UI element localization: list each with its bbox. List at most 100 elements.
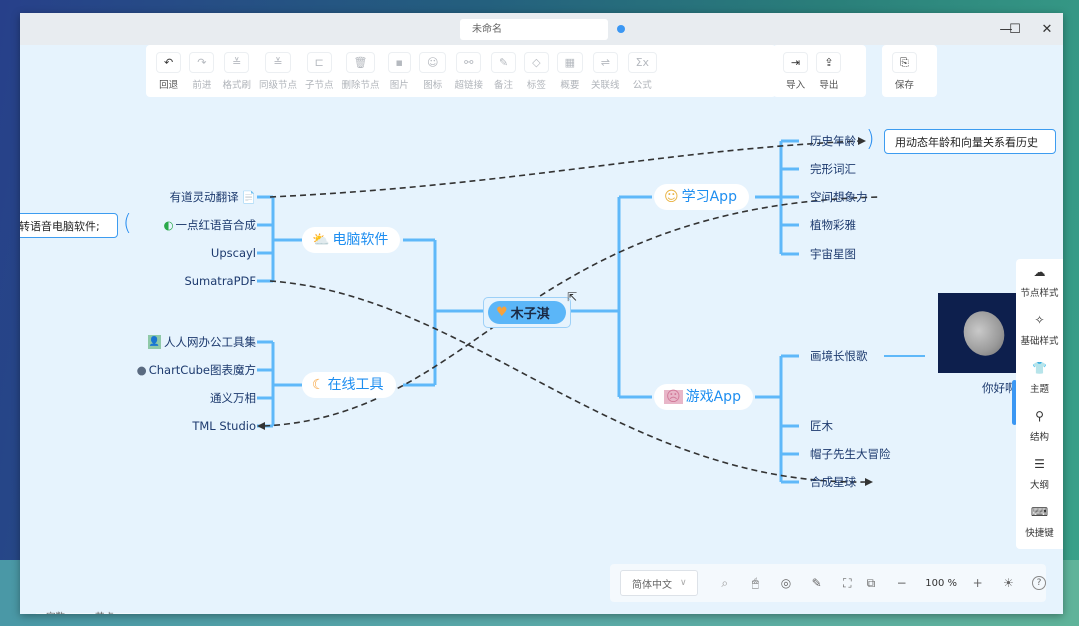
node-renren[interactable]: 👤 人人网办公工具集: [147, 335, 256, 349]
node-plants[interactable]: 植物彩雅: [810, 218, 856, 232]
node-changhenge[interactable]: 画境长恨歌: [810, 349, 868, 363]
branch-games[interactable]: ☹ 游戏App: [654, 384, 753, 410]
node-tml-studio[interactable]: TML Studio: [192, 419, 256, 433]
summary-button[interactable]: ▦概要: [556, 52, 584, 91]
bottom-toolbar: 简体中文 ∨ ⌕ 🖱 ◎ ✎ ⛶ ⧉ − 100 % + ☀ ?: [610, 564, 1046, 602]
format-painter-icon: ≚: [224, 52, 250, 73]
half-circle-icon: ◐: [163, 218, 174, 232]
mindmap-canvas[interactable]: 转语音电脑软件; ( 用动态年龄和向量关系看历史 ) ♥ 木子淇 ⛅ 电脑软件 …: [20, 45, 1063, 614]
mouse-mode-icon[interactable]: 🖱: [751, 575, 759, 590]
branch-online[interactable]: ☾ 在线工具: [302, 372, 396, 398]
root-node[interactable]: ♥ 木子淇: [488, 301, 566, 324]
node-star-map[interactable]: 宇宙星图: [810, 247, 856, 261]
note-button[interactable]: ✎备注: [490, 52, 517, 91]
shirt-icon: 👕: [1032, 361, 1047, 375]
maximize-button[interactable]: ☐: [1004, 19, 1026, 39]
hyperlink-label: 超链接: [454, 80, 483, 91]
summary-learning[interactable]: 用动态年龄和向量关系看历史: [884, 129, 1056, 154]
node-tongyi[interactable]: 通义万相: [210, 391, 256, 405]
panel-theme[interactable]: 👕主题: [1029, 361, 1049, 395]
keyboard-icon: ⌨: [1030, 505, 1049, 519]
locate-icon[interactable]: ◎: [780, 576, 792, 590]
image-caption[interactable]: 你好啊: [982, 381, 1017, 395]
tag-label: 标签: [526, 80, 546, 91]
child-node-label: 子节点: [304, 80, 334, 91]
right-side-panel: ☁节点样式 ✧基础样式 👕主题 ⚲结构 ☰大纲 ⌨快捷键: [1016, 259, 1063, 549]
panel-base-style[interactable]: ✧基础样式: [1020, 313, 1059, 347]
association-line-2: [269, 280, 866, 483]
tag-icon: ◇: [524, 52, 549, 73]
sibling-node-button[interactable]: ≚同级节点: [259, 52, 297, 91]
edit-toolbar: ↶ 回退 ↷前进 ≚格式刷 ≚同级节点⊏子节点🗑删除节点 ▪图片 ☺图标⚯超链接 ✎备注 ◇ 标签…: [146, 45, 776, 97]
panel-shortcuts[interactable]: ⌨快捷键: [1025, 505, 1054, 539]
branch-lines: [257, 139, 925, 484]
panel-scroll-indicator[interactable]: [1012, 380, 1017, 425]
export-icon: ⇪: [816, 52, 842, 73]
undo-icon: ↶: [156, 52, 182, 73]
delete-node-button[interactable]: 🗑删除节点: [341, 52, 380, 91]
node-yidianhong[interactable]: ◐ 一点红语音合成: [163, 218, 256, 232]
association-line-button[interactable]: ⇌关联线: [591, 52, 620, 91]
image-icon: ▪: [387, 52, 411, 73]
node-mr-hat[interactable]: 帽子先生大冒险: [810, 447, 891, 461]
node-youdao[interactable]: 有道灵动翻译 📄: [169, 190, 256, 204]
save-icon: ⎘: [892, 52, 917, 73]
file-toolbar: ⇥导入 ⇪ 导出: [773, 45, 866, 97]
language-select[interactable]: 简体中文 ∨: [620, 570, 698, 596]
root-node-selection[interactable]: ♥ 木子淇: [483, 297, 571, 328]
document-stats: 字数 120 节点 23: [36, 612, 140, 614]
structure-icon: ⚲: [1035, 409, 1044, 423]
association-line-1: [269, 140, 861, 198]
close-button[interactable]: ✕: [1036, 19, 1058, 39]
image-button[interactable]: ▪图片: [387, 52, 411, 91]
branch-computer[interactable]: ⛅ 电脑软件: [302, 227, 401, 253]
node-history-age[interactable]: 历史年龄: [810, 134, 856, 148]
node-upscayl[interactable]: Upscayl: [210, 246, 256, 260]
node-jiangmu[interactable]: 匠木: [810, 419, 833, 433]
moon-image[interactable]: [938, 293, 1018, 373]
help-icon[interactable]: ?: [1032, 576, 1046, 590]
undo-button[interactable]: ↶ 回退: [156, 52, 182, 91]
node-cloze-vocab[interactable]: 完形词汇: [810, 162, 856, 176]
format-painter-button[interactable]: ≚格式刷: [222, 52, 251, 91]
import-icon: ⇥: [783, 52, 809, 73]
child-node-button[interactable]: ⊏子节点: [304, 52, 334, 91]
fullscreen-icon[interactable]: ⛶: [843, 575, 852, 590]
node-sumatrapdf[interactable]: SumatraPDF: [184, 274, 256, 288]
redo-button[interactable]: ↷前进: [189, 52, 215, 91]
save-button[interactable]: ⎘保存: [892, 52, 917, 91]
theme-toggle-icon[interactable]: ☀: [1002, 576, 1014, 590]
icon-label: 图标: [423, 80, 443, 91]
search-icon[interactable]: ⌕: [721, 575, 729, 590]
edit-icon[interactable]: ✎: [811, 576, 822, 590]
node-spatial[interactable]: 空间想象力: [810, 190, 868, 204]
maximize-icon: ☐: [1009, 21, 1021, 37]
export-label: 导出: [819, 80, 839, 91]
document-title-input[interactable]: 未命名: [460, 19, 608, 40]
avatar-icon: 👤: [147, 335, 161, 349]
tag-button[interactable]: ◇ 标签: [524, 52, 549, 91]
minimize-button[interactable]: —: [999, 21, 1013, 37]
heart-icon: ♥: [496, 305, 508, 320]
export-button[interactable]: ⇪ 导出: [816, 52, 842, 91]
import-button[interactable]: ⇥导入: [783, 52, 809, 91]
chevron-down-icon: ∨: [680, 578, 687, 588]
panel-outline[interactable]: ☰大纲: [1029, 457, 1049, 491]
zoom-out-button[interactable]: −: [896, 576, 907, 590]
panel-structure[interactable]: ⚲结构: [1029, 409, 1049, 443]
node-chartcube[interactable]: ● ChartCube图表魔方: [136, 363, 256, 377]
node-merge-planet[interactable]: 合成星球: [810, 475, 856, 489]
arrowhead-2: [865, 478, 873, 486]
panel-node-style[interactable]: ☁节点样式: [1020, 265, 1059, 299]
fit-canvas-icon[interactable]: ⧉: [866, 575, 876, 590]
branch-learning[interactable]: ☺ 学习App: [654, 184, 749, 210]
icon-button[interactable]: ☺图标: [418, 52, 447, 91]
summary-computer[interactable]: 转语音电脑软件;: [20, 213, 118, 238]
hyperlink-button[interactable]: ⚯超链接: [454, 52, 483, 91]
root-label: 木子淇: [510, 307, 550, 322]
delete-node-label: 删除节点: [341, 80, 380, 91]
unsaved-indicator: [617, 25, 625, 33]
zoom-in-button[interactable]: +: [972, 576, 983, 590]
undo-label: 回退: [159, 80, 179, 91]
